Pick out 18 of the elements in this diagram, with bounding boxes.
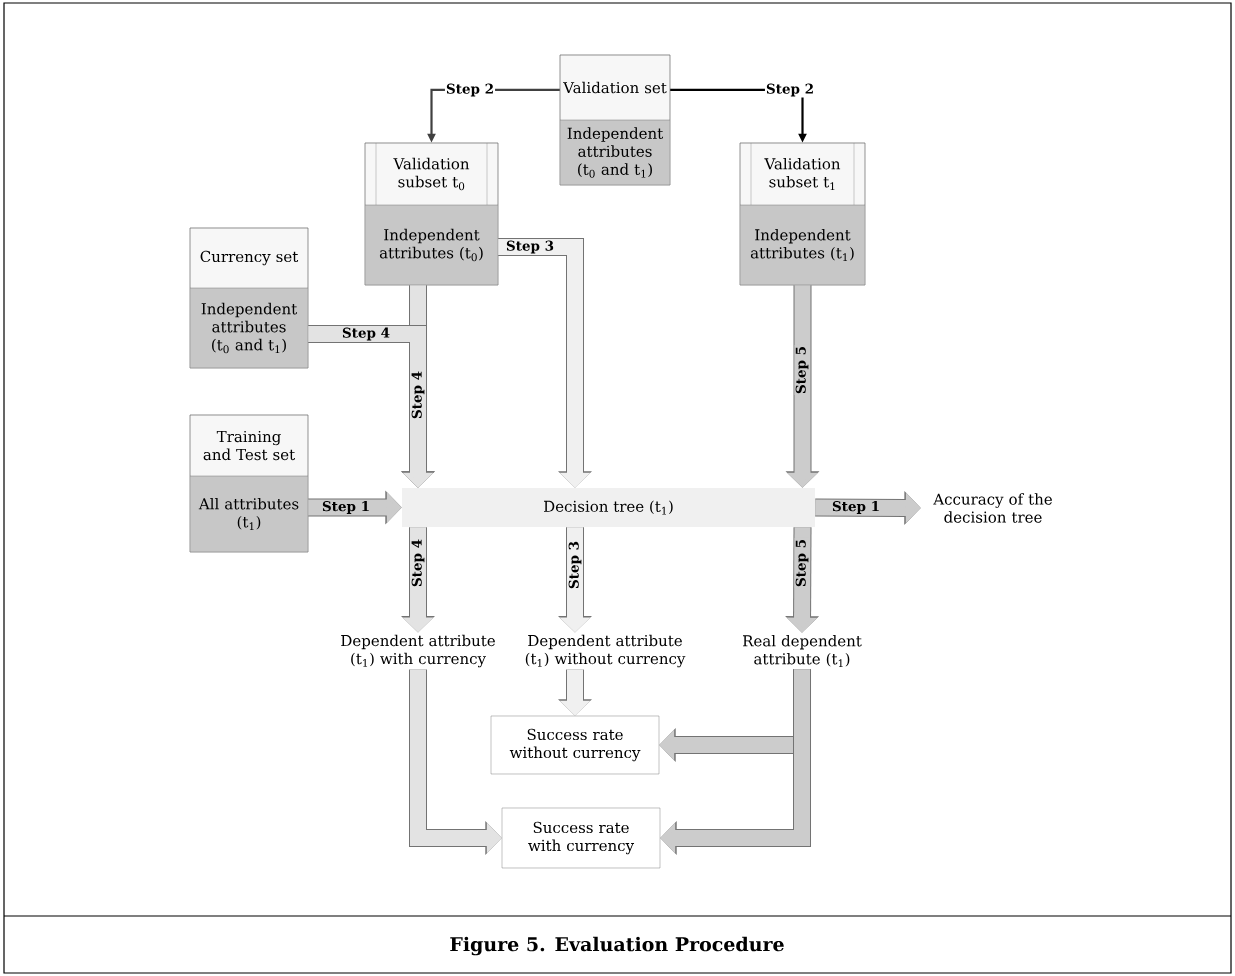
set-box: Validation subset t$_{0}$ Independent attributes (t$_{0}$) [364,142,499,286]
outcome-text: Accuracy of the decision tree [933,493,1052,523]
caption: Figure 5. Evaluation Procedure [450,936,784,956]
set-box: Currency set Independent attributes (t$_{0}$ and t$_{1}$) [189,227,309,369]
block-arrow [308,325,435,488]
step-label: Step 1 [320,500,372,515]
outcome-text: Dependent attribute (t$_{1}$) without currency [525,634,686,668]
outcome-text: Real dependent attribute (t$_{1}$) [743,634,862,668]
step-label: Step 2 [764,82,816,98]
result-box: Success rate with currency [501,807,661,869]
outcome-text: Dependent attribute (t$_{1}$) with currency [341,634,495,668]
set-box: Validation subset t$_{1}$ Independent attributes (t$_{1}$) [739,142,866,286]
result-box: Success rate without currency [490,715,660,775]
set-box: Training and Test set All attributes (t$_{1}$) [189,414,309,553]
step-label: Step 2 [444,82,496,98]
block-arrow [498,238,592,488]
step-label: Step 1 [830,500,882,515]
set-box: Validation set Independent attributes (t$_{0}$ and t$_{1}$) [559,54,671,186]
